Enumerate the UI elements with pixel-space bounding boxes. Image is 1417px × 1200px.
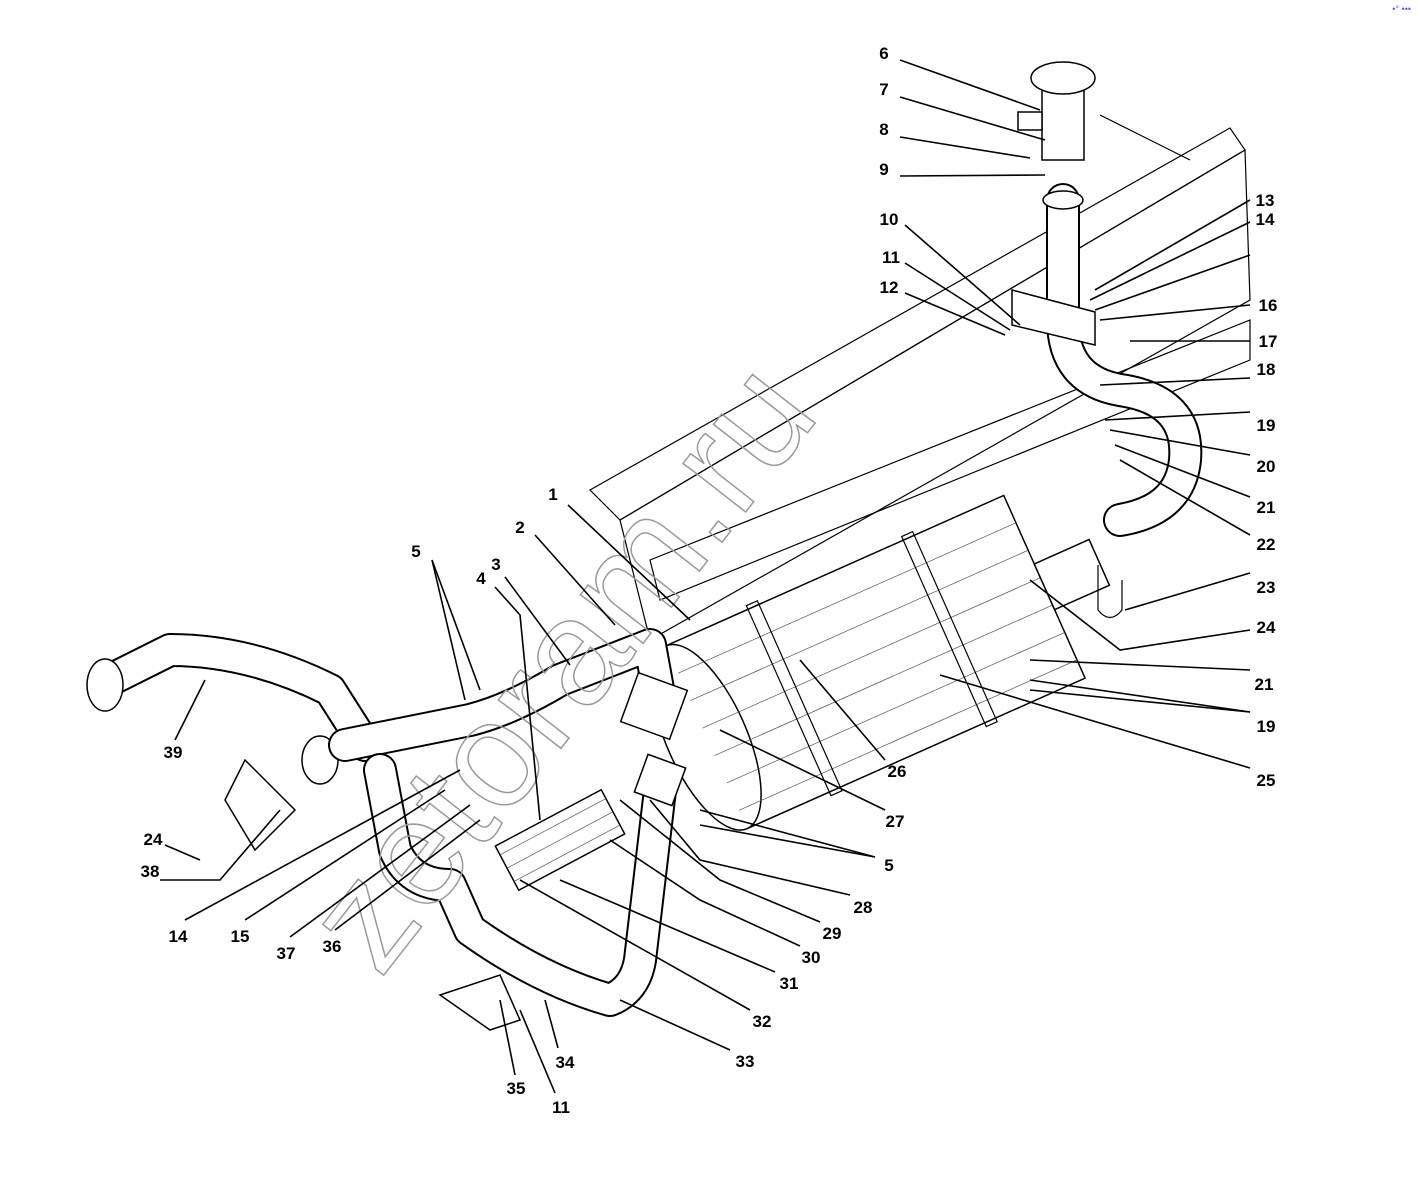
u-bolt [1097, 565, 1123, 619]
callout-3: 3 [491, 555, 500, 574]
callout-19: 19 [1257, 717, 1276, 736]
intermediate-pipe [328, 628, 677, 762]
callout-37: 37 [277, 944, 296, 963]
flex-joint [494, 788, 626, 892]
callouts: 1 2 3 4 5 5 6 7 8 9 10 11 11 12 13 14 14… [141, 44, 1278, 1117]
callout-17: 17 [1259, 332, 1278, 351]
callout-14: 14 [1256, 210, 1275, 229]
callout-24: 24 [144, 830, 163, 849]
callout-25: 25 [1257, 771, 1276, 790]
callout-8: 8 [879, 120, 888, 139]
callout-29: 29 [823, 924, 842, 943]
callout-30: 30 [802, 948, 821, 967]
front-pipe [86, 633, 382, 785]
callout-9: 9 [879, 160, 888, 179]
flange [619, 671, 689, 741]
callout-21: 21 [1257, 498, 1276, 517]
callout-33: 33 [736, 1052, 755, 1071]
callout-23: 23 [1257, 578, 1276, 597]
rain-cap [1017, 61, 1096, 161]
callout-26: 26 [888, 762, 907, 781]
callout-5: 5 [411, 542, 420, 561]
callout-5: 5 [884, 856, 893, 875]
callout-11: 11 [552, 1098, 570, 1117]
callout-4: 4 [476, 569, 486, 588]
callout-28: 28 [854, 898, 873, 917]
support-bracket [438, 974, 522, 1031]
callout-16: 16 [1259, 296, 1278, 315]
callout-19: 19 [1257, 416, 1276, 435]
leader-lines [160, 59, 1251, 1094]
bracket [1011, 289, 1096, 346]
callout-38: 38 [141, 862, 160, 881]
callout-20: 20 [1257, 457, 1276, 476]
callout-35: 35 [507, 1079, 526, 1098]
callout-14: 14 [169, 927, 188, 946]
callout-32: 32 [753, 1012, 772, 1031]
callout-2: 2 [515, 518, 524, 537]
callout-27: 27 [886, 812, 905, 831]
callout-10: 10 [880, 210, 899, 229]
callout-15: 15 [231, 927, 250, 946]
callout-1: 1 [548, 485, 557, 504]
callout-31: 31 [780, 974, 799, 993]
callout-7: 7 [879, 80, 888, 99]
callout-39: 39 [164, 743, 183, 762]
tail-pipe [1042, 183, 1203, 537]
callout-24: 24 [1257, 618, 1276, 637]
callout-34: 34 [556, 1053, 575, 1072]
corner-mark: •° ••• [1392, 4, 1411, 14]
frame-rail [589, 114, 1251, 641]
callout-12: 12 [880, 278, 899, 297]
callout-13: 13 [1256, 191, 1275, 210]
callout-21: 21 [1255, 675, 1274, 694]
gasket [224, 758, 297, 852]
callout-11: 11 [882, 248, 900, 267]
callout-22: 22 [1257, 535, 1276, 554]
callout-36: 36 [323, 937, 342, 956]
callout-6: 6 [879, 44, 888, 63]
callout-18: 18 [1257, 360, 1276, 379]
rear-pipe [363, 753, 677, 1017]
flange [633, 753, 687, 807]
